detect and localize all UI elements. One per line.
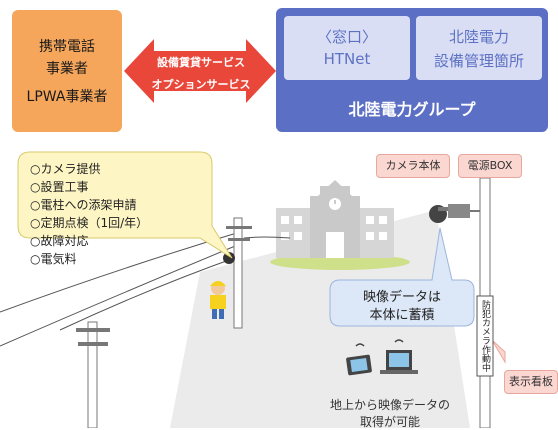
services-callout xyxy=(17,151,233,259)
window-line2: HTNet xyxy=(323,50,371,68)
power-box-label: 電源BOX xyxy=(458,154,522,178)
service-item-1: ○カメラ提供 xyxy=(30,162,101,176)
sign-plate xyxy=(476,295,494,377)
service-item-3: ○電柱への添架申請 xyxy=(30,198,137,212)
storage-line2: 本体に蓄積 xyxy=(369,308,435,323)
window-box: 〈窓口〉 HTNet xyxy=(284,16,410,80)
carrier-line2: 事業者 xyxy=(46,61,88,77)
camera-body-label: カメラ本体 xyxy=(376,154,450,178)
ground-caption-line2: 取得が可能 xyxy=(359,415,420,429)
service-item-2: ○設置工事 xyxy=(30,180,89,194)
tablet-icon xyxy=(346,343,372,376)
service-item-5: ○故障対応 xyxy=(30,234,89,248)
storage-line1: 映像データは xyxy=(362,290,441,305)
window-line1: 〈窓口〉 xyxy=(316,28,377,46)
utility-pole-left xyxy=(76,321,110,428)
hokuriku-group-box: 〈窓口〉 HTNet 北陸電力 設備管理箇所 北陸電力グループ xyxy=(276,8,548,132)
pole-camera-icon xyxy=(223,252,235,264)
display-sign-label: 表示看板 xyxy=(504,370,558,394)
mobile-carrier-box: 携帯電話 事業者 LPWA事業者 xyxy=(12,10,122,132)
child-icon xyxy=(210,281,226,319)
carrier-line3: LPWA事業者 xyxy=(26,89,108,105)
office-line2: 設備管理箇所 xyxy=(433,52,524,70)
sign-text: 防犯カメラ作動中 xyxy=(480,300,490,372)
utility-pole-middle xyxy=(223,217,252,329)
storage-callout xyxy=(329,227,475,327)
carrier-line1: 携帯電話 xyxy=(39,39,95,55)
building-icon xyxy=(276,180,394,258)
power-box-icon xyxy=(448,204,470,218)
service-item-6: ○電気料 xyxy=(30,252,77,266)
group-label: 北陸電力グループ xyxy=(348,100,476,119)
arrow-line2: オプションサービス xyxy=(151,78,251,91)
arrow-line1: 設備賃貸サービス xyxy=(157,56,245,69)
laptop-icon xyxy=(380,339,418,374)
office-line1: 北陸電力 xyxy=(448,28,509,46)
ground-caption-line1: 地上から映像データの xyxy=(329,398,450,412)
service-item-4: ○定期点検（1回/年） xyxy=(30,216,149,230)
double-arrow xyxy=(124,39,276,103)
office-box: 北陸電力 設備管理箇所 xyxy=(416,16,542,80)
